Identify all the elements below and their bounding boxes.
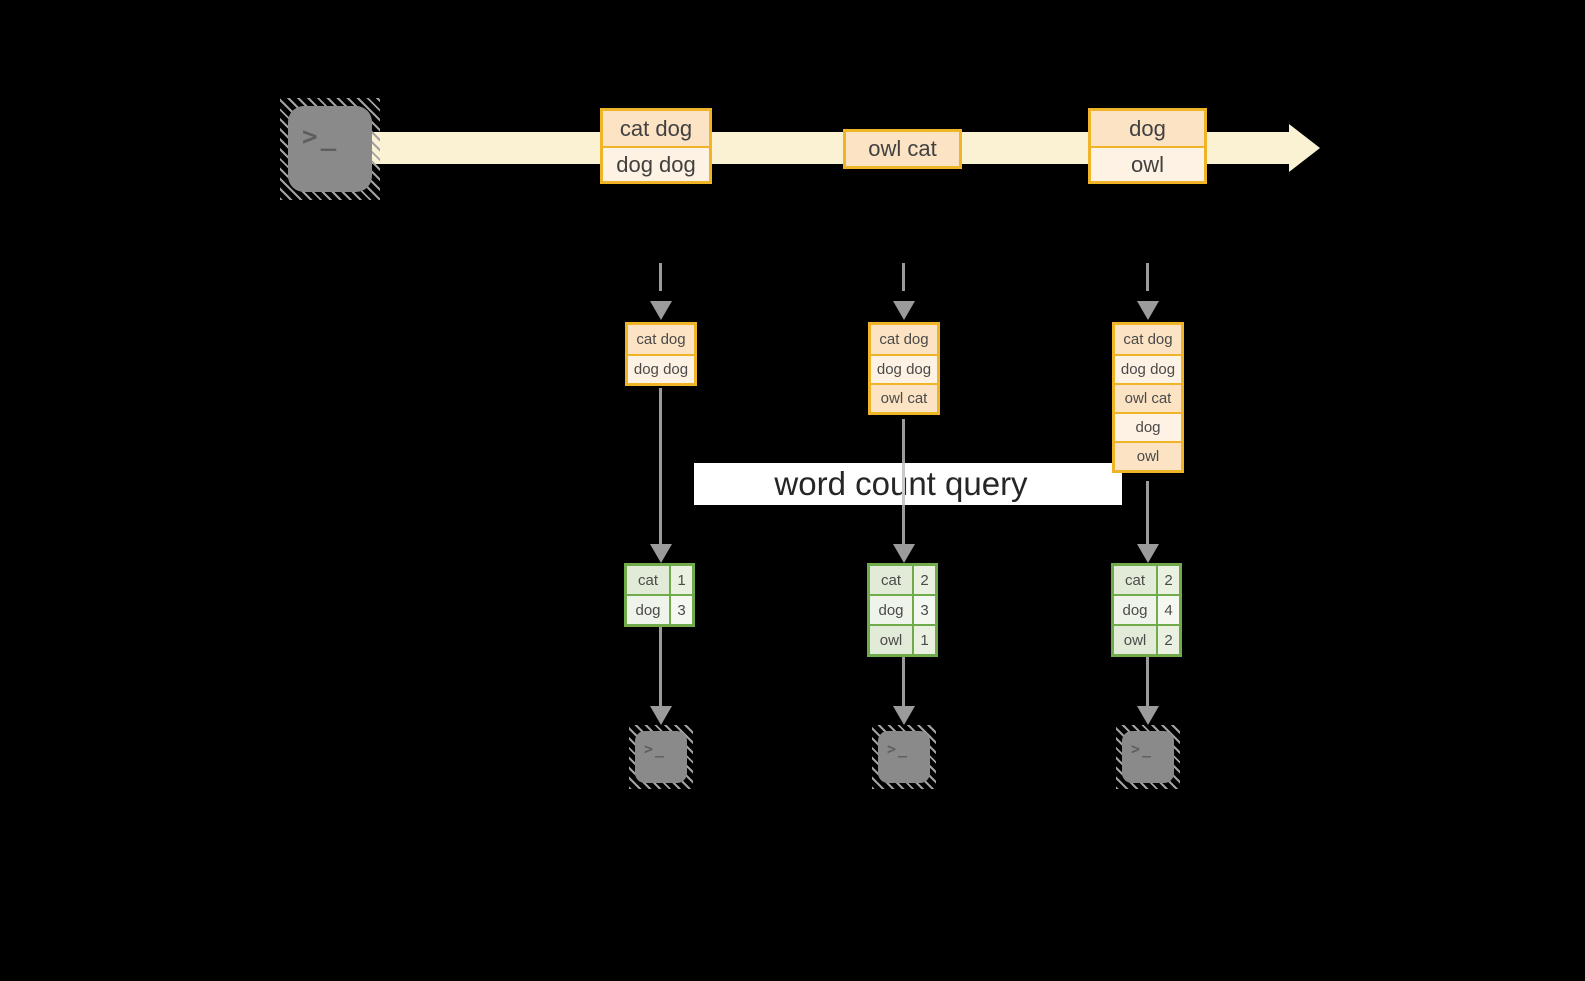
terminal-screen: >_ [288, 106, 372, 192]
count-cell: 1 [671, 566, 692, 594]
arrow-down-icon [650, 301, 672, 320]
sink-terminal-icon-1: >_ [629, 725, 693, 789]
arrow-stem [659, 627, 662, 707]
event-line: dog [1091, 111, 1204, 146]
terminal-screen: >_ [878, 731, 930, 783]
stream-event-1: cat dog dog dog [600, 108, 712, 184]
sink-terminal-icon-3: >_ [1116, 725, 1180, 789]
arrow-down-icon [893, 544, 915, 563]
terminal-prompt-glyph: >_ [1131, 740, 1154, 758]
count-cell: 2 [914, 566, 935, 594]
arrow-stem [902, 657, 905, 707]
count-cell: 2 [1158, 566, 1179, 594]
terminal-screen: >_ [635, 731, 687, 783]
word-count-table-1: cat 1 dog 3 [624, 563, 695, 627]
arrow-down-icon [893, 706, 915, 725]
word-cell: dog [1114, 596, 1156, 624]
arrow-down-icon [650, 706, 672, 725]
terminal-screen: >_ [1122, 731, 1174, 783]
state-line: owl cat [871, 383, 937, 412]
arrow-stem [902, 419, 905, 544]
state-line: cat dog [628, 325, 694, 354]
event-line: owl [1091, 146, 1204, 181]
query-label: word count query [774, 465, 1028, 502]
word-cell: cat [1114, 566, 1156, 594]
arrow-down-icon [1137, 544, 1159, 563]
word-cell: owl [1114, 626, 1156, 654]
terminal-prompt-glyph: >_ [644, 740, 667, 758]
event-line: owl cat [846, 132, 959, 166]
count-cell: 1 [914, 626, 935, 654]
state-line: dog dog [871, 354, 937, 383]
state-stack-3: cat dog dog dog owl cat dog owl [1112, 322, 1184, 473]
count-cell: 2 [1158, 626, 1179, 654]
count-cell: 4 [1158, 596, 1179, 624]
state-stack-2: cat dog dog dog owl cat [868, 322, 940, 415]
arrow-stem [659, 388, 662, 544]
arrow-down-icon [1137, 301, 1159, 320]
dashed-arrow-stem [1146, 263, 1149, 291]
word-cell: cat [627, 566, 669, 594]
source-terminal-icon: >_ [280, 98, 380, 200]
arrow-stem [1146, 481, 1149, 544]
query-band: word count query [694, 463, 1122, 505]
arrow-down-icon [650, 544, 672, 563]
stream-event-3: dog owl [1088, 108, 1207, 184]
arrow-down-icon [1137, 706, 1159, 725]
event-line: dog dog [603, 146, 709, 181]
state-line: dog [1115, 412, 1181, 441]
count-cell: 3 [671, 596, 692, 624]
stream-event-2: owl cat [843, 129, 962, 169]
terminal-prompt-glyph: >_ [887, 740, 910, 758]
state-line: owl cat [1115, 383, 1181, 412]
state-line: dog dog [628, 354, 694, 383]
state-line: cat dog [1115, 325, 1181, 354]
arrow-down-icon [893, 301, 915, 320]
arrow-stem [1146, 657, 1149, 707]
word-count-table-3: cat 2 dog 4 owl 2 [1111, 563, 1182, 657]
state-line: cat dog [871, 325, 937, 354]
event-line: cat dog [603, 111, 709, 146]
word-count-table-2: cat 2 dog 3 owl 1 [867, 563, 938, 657]
word-cell: owl [870, 626, 912, 654]
dashed-arrow-stem [902, 263, 905, 291]
word-cell: dog [870, 596, 912, 624]
word-cell: dog [627, 596, 669, 624]
count-cell: 3 [914, 596, 935, 624]
state-line: owl [1115, 441, 1181, 470]
sink-terminal-icon-2: >_ [872, 725, 936, 789]
word-cell: cat [870, 566, 912, 594]
state-line: dog dog [1115, 354, 1181, 383]
dashed-arrow-stem [659, 263, 662, 291]
stream-band-arrowhead-icon [1289, 124, 1320, 172]
state-stack-1: cat dog dog dog [625, 322, 697, 386]
terminal-prompt-glyph: >_ [302, 122, 340, 152]
